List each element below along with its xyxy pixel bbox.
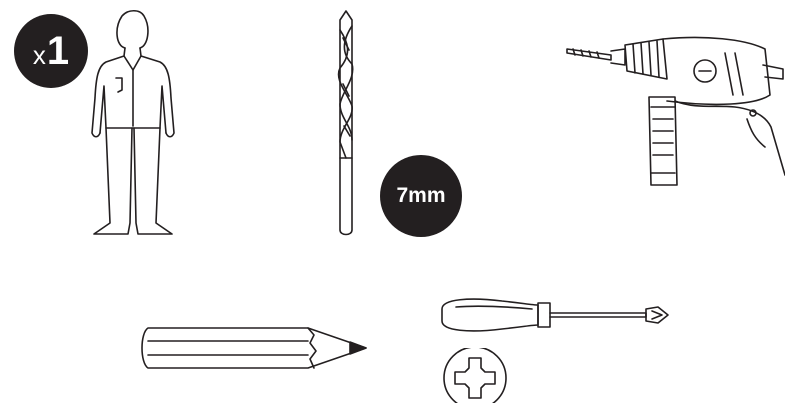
screwdriver-icon	[441, 298, 669, 332]
drill-bit-size-badge: 7mm	[380, 155, 462, 237]
drill-bit-icon	[337, 10, 354, 236]
phillips-head-icon	[443, 348, 507, 403]
pencil-icon	[141, 327, 367, 369]
quantity-count: 1	[46, 28, 70, 73]
person-icon	[91, 9, 175, 235]
power-drill-icon	[566, 36, 785, 186]
quantity-prefix: x	[32, 39, 46, 70]
